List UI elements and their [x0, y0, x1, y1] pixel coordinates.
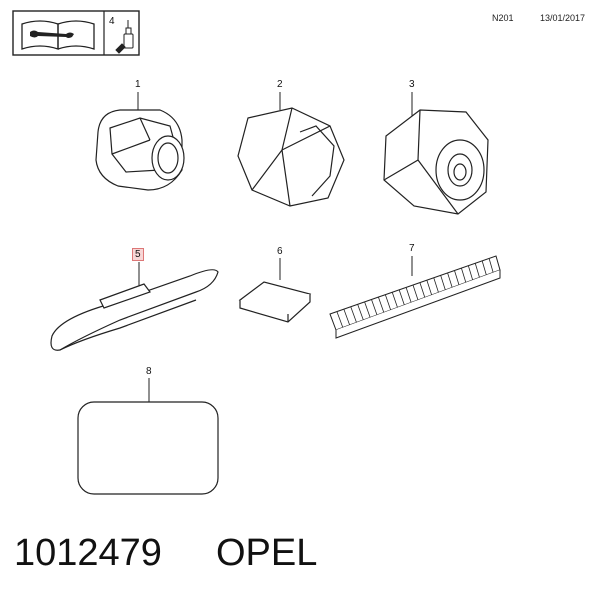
- strip-segment-line: [357, 304, 364, 321]
- strip-segment-line: [412, 284, 419, 301]
- strip-segment-line: [447, 272, 453, 288]
- callout-3[interactable]: 3: [409, 79, 415, 90]
- part-5-balance-weight: [50, 269, 219, 351]
- strip-segment-line: [454, 270, 460, 286]
- strip-segment-line: [481, 260, 487, 276]
- strip-segment-line: [384, 294, 392, 311]
- strip-segment-line: [405, 287, 412, 303]
- part-6-adhesive-pad: [238, 281, 312, 323]
- callout-4: 4: [109, 16, 115, 27]
- callout-7[interactable]: 7: [409, 243, 415, 254]
- part-1-lug-nut: [95, 109, 185, 191]
- part-2-hex-cap: [237, 107, 345, 207]
- strip-segment-line: [474, 263, 480, 278]
- strip-segment-line: [391, 292, 398, 308]
- callout-1[interactable]: 1: [135, 79, 141, 90]
- header-code: N201: [492, 13, 514, 23]
- footer-brand: OPEL: [216, 532, 318, 574]
- strip-segment-line: [398, 289, 405, 306]
- part-7-weight-strip: [329, 255, 501, 339]
- header-date: 13/01/2017: [540, 13, 586, 23]
- strip-segment-line: [343, 309, 351, 326]
- wrench-icon: [30, 30, 74, 38]
- strip-segment-line: [371, 299, 378, 316]
- footer-part-number: 1012479: [14, 532, 162, 574]
- leader-lines: [137, 92, 413, 402]
- part-8-adhesive-sheet: [77, 401, 219, 495]
- strip-segment-line: [426, 280, 433, 296]
- strip-segment-line: [378, 296, 385, 313]
- strip-segment-line: [336, 311, 344, 328]
- strip-segment-line: [461, 267, 467, 283]
- tool-bottle-icon: [115, 20, 134, 54]
- header-icon-box: [12, 10, 140, 56]
- weight-strip-segments: [336, 258, 494, 328]
- strip-segment-line: [488, 258, 494, 273]
- strip-segment-line: [419, 282, 426, 298]
- strip-segment-line: [433, 277, 439, 293]
- part-3-nut: [383, 109, 489, 215]
- callout-5[interactable]: 5: [132, 248, 144, 261]
- strip-segment-line: [350, 306, 357, 323]
- strip-segment-line: [440, 275, 446, 291]
- callout-6[interactable]: 6: [277, 246, 283, 257]
- callout-2[interactable]: 2: [277, 79, 283, 90]
- callout-8[interactable]: 8: [146, 366, 152, 377]
- strip-segment-line: [467, 265, 474, 281]
- strip-segment-line: [364, 301, 371, 318]
